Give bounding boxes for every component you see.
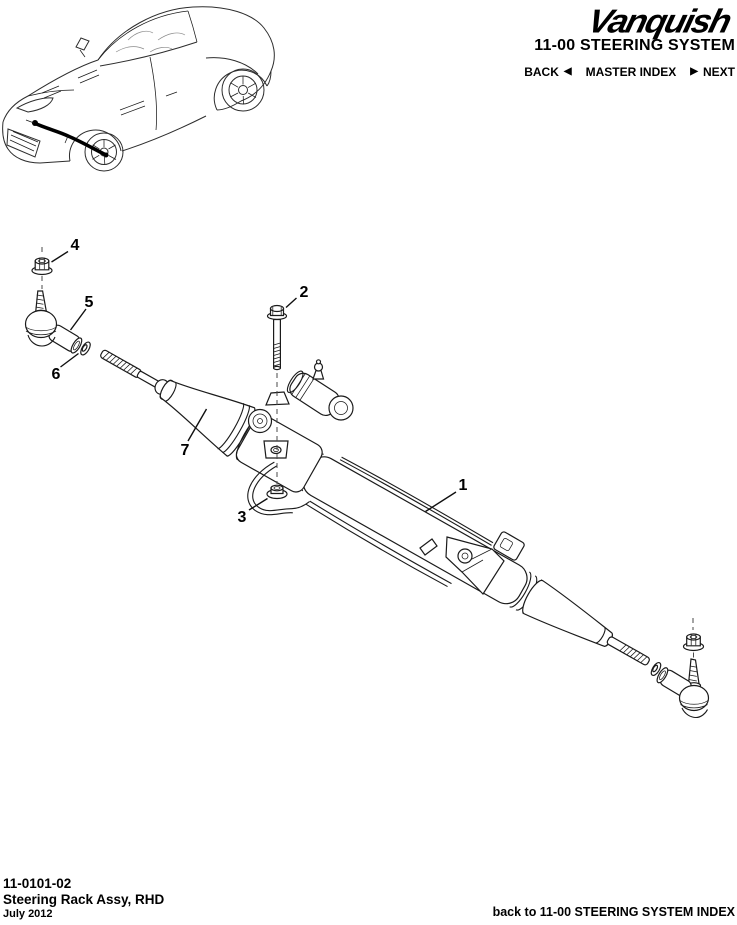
steering-boot-left [159,379,256,457]
mounting-bracket [419,531,525,595]
rack-tube [300,453,544,614]
callout-3: 3 [238,509,247,526]
steering-rack-diagram: 1 2 3 4 5 6 7 [24,237,710,719]
mount-nut [266,484,288,500]
brand-logo: Vanquish [584,3,734,41]
nav-master-index-button[interactable]: MASTER INDEX [586,65,677,79]
back-arrow-icon: ◀ [563,66,572,77]
header-nav: BACK ◀ MASTER INDEX ▶ NEXT [524,65,735,79]
footer-info: 11-0101-02 Steering Rack Assy, RHD July … [3,876,164,921]
nav-back-button[interactable]: BACK ◀ [524,65,571,79]
tie-rod-end-left [24,290,83,354]
assembly-axis-right [692,618,694,658]
page-title: 11-00 STEERING SYSTEM [534,37,735,54]
car-wheels [84,68,265,172]
callout-leaders [51,250,457,513]
nav-next-button[interactable]: ▶ NEXT [690,65,735,79]
callout-4: 4 [71,237,80,254]
callout-5: 5 [85,294,94,311]
next-arrow-icon: ▶ [690,66,698,77]
mount-bolt [266,304,288,371]
doc-number: 11-0101-02 [3,876,72,891]
steering-boot-right [522,579,613,647]
lock-washer-right [650,661,662,677]
hydraulic-pipes [247,456,494,588]
inner-tie-rod-right [606,636,650,666]
input-shaft-boss [247,408,273,434]
car-illustration [2,6,275,172]
doc-date: July 2012 [3,907,53,920]
callout-6: 6 [52,366,61,383]
nut-left [31,257,53,276]
nav-next-label: NEXT [702,65,735,79]
rack-assembly [100,349,650,666]
callout-7: 7 [181,442,190,459]
doc-subtitle: Steering Rack Assy, RHD [3,891,165,907]
nut-right [682,633,705,652]
callout-2: 2 [300,284,309,301]
nav-master-index-label: MASTER INDEX [585,65,677,79]
nav-back-label: BACK [524,65,559,79]
car-steering-rack-highlight [25,119,109,158]
tie-rod-end-right [656,658,710,719]
lock-washer-left [80,341,91,356]
valve-body [286,359,354,421]
mount-lugs [263,391,290,459]
back-to-index-link[interactable]: back to 11-00 STEERING SYSTEM INDEX [492,905,735,919]
callout-1: 1 [459,477,468,494]
car-body [2,6,275,164]
